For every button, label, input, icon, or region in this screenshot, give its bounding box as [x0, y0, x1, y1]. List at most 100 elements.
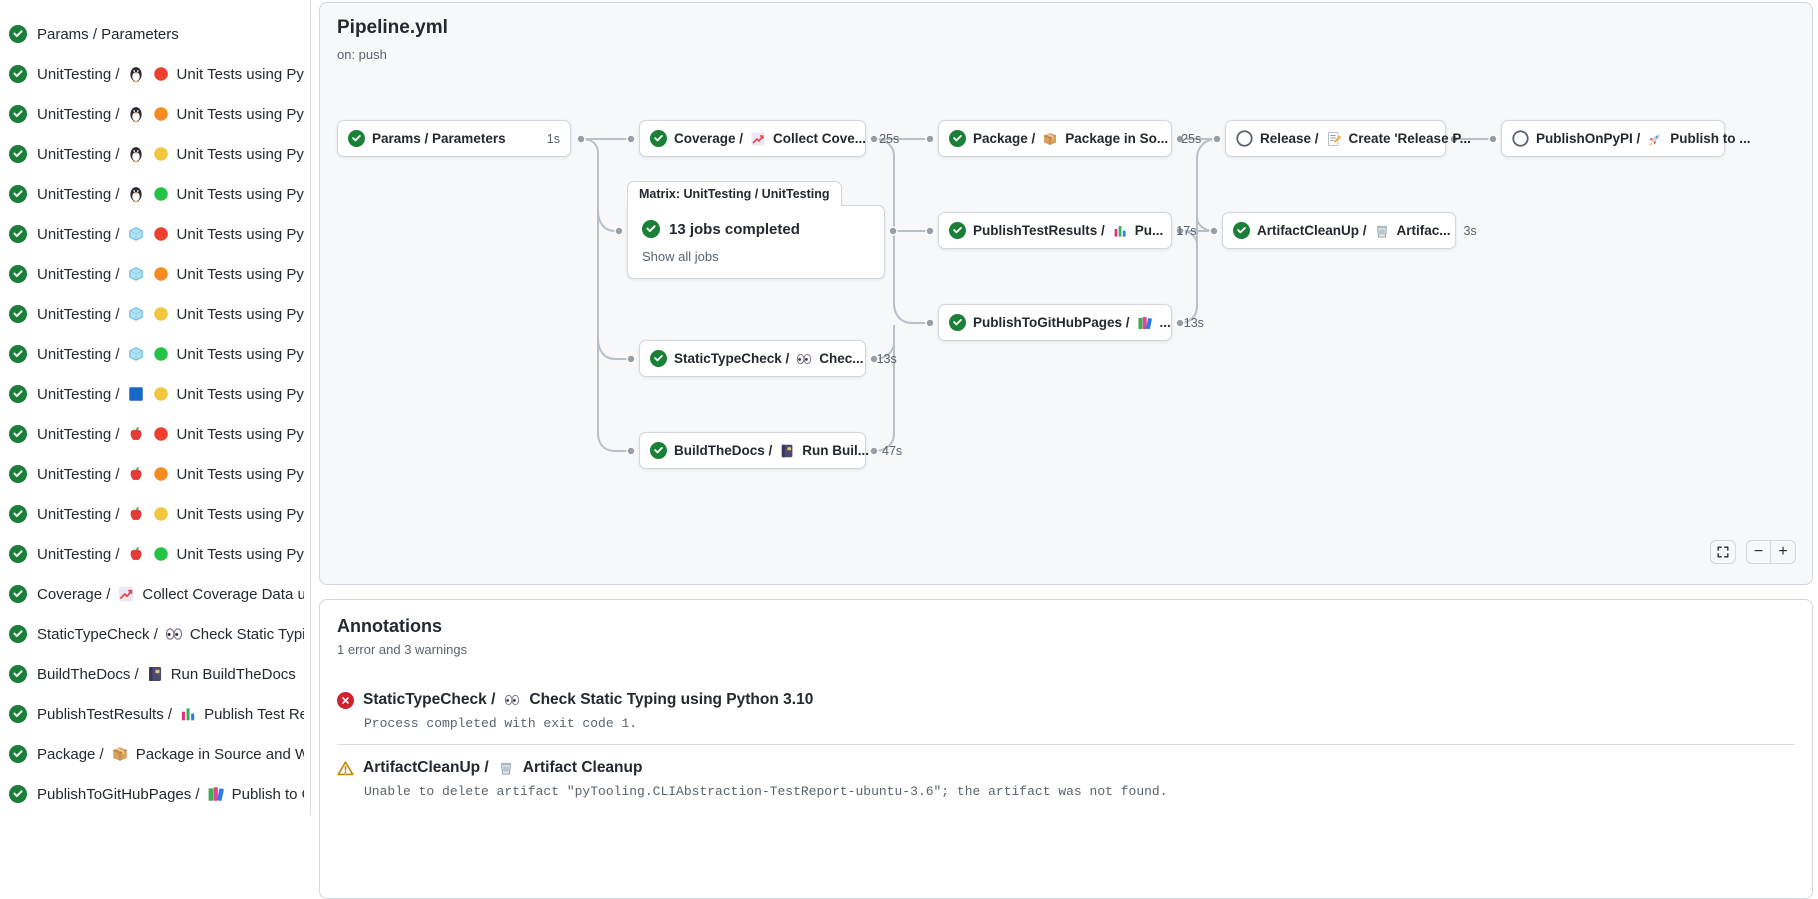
- dot-red-icon: [152, 425, 170, 443]
- books-icon: [207, 785, 225, 803]
- zoom-out-button[interactable]: −: [1746, 540, 1771, 564]
- sidebar-item-unittesting-msys-py38[interactable]: UnitTesting /Unit Tests using Pyth...: [0, 254, 310, 294]
- label-text: Params / Parameters: [372, 131, 506, 146]
- job-duration: 3s: [1463, 223, 1477, 238]
- sidebar-item-label: UnitTesting /Unit Tests using Pyth...: [37, 545, 304, 563]
- label-text: BuildTheDocs /: [37, 665, 139, 683]
- annotation-message: Unable to delete artifact "pyTooling.CLI…: [364, 784, 1168, 799]
- job-node-publish-gh-pages[interactable]: PublishToGitHubPages /...13s: [938, 304, 1204, 341]
- sidebar-item-unittesting-linux-py37[interactable]: UnitTesting /Unit Tests using Pyth...: [0, 54, 310, 94]
- sidebar-item-publish-test-results[interactable]: PublishTestResults /Publish Test Resu...: [0, 694, 310, 734]
- annotation-title[interactable]: ArtifactCleanUp / Artifact Cleanup: [337, 759, 1795, 777]
- dot-green-icon: [152, 185, 170, 203]
- status-success-icon: [9, 265, 27, 283]
- label-text: Coverage /: [674, 131, 744, 146]
- penguin-icon: [127, 185, 145, 203]
- sidebar-item-label: UnitTesting /Unit Tests using Pyth...: [37, 65, 304, 83]
- job-node-publish-test-results[interactable]: PublishTestResults /Pu...17s: [938, 212, 1196, 249]
- sidebar-item-unittesting-msys-py37[interactable]: UnitTesting /Unit Tests using Pyth...: [0, 214, 310, 254]
- matrix-group-header: Matrix: UnitTesting / UnitTesting: [627, 181, 842, 206]
- ice-cube-icon: [127, 305, 145, 323]
- zoom-in-button[interactable]: +: [1771, 540, 1796, 564]
- eyes-icon: [796, 351, 812, 367]
- job-duration: 17s: [1176, 223, 1197, 238]
- label-text: UnitTesting /: [37, 65, 120, 83]
- workflow-file-title: Pipeline.yml: [337, 17, 448, 38]
- job-node-package[interactable]: Package /Package in So...25s: [938, 120, 1201, 157]
- label-text: Check Static Typing using Python 3.10: [529, 691, 814, 708]
- sidebar-item-label: UnitTesting /Unit Tests using Pyth...: [37, 345, 304, 363]
- label-text: UnitTesting /: [37, 505, 120, 523]
- status-success-icon: [9, 345, 27, 363]
- show-all-jobs-link[interactable]: Show all jobs: [642, 249, 719, 264]
- label-text: Unit Tests using Pyth...: [176, 505, 304, 523]
- label-text: Unit Tests using Pyth...: [176, 425, 304, 443]
- label-text: Unit Tests using Pyth...: [176, 305, 304, 323]
- label-text: UnitTesting /: [37, 265, 120, 283]
- label-text: Artifact Cleanup: [522, 759, 643, 776]
- label-text: Unit Tests using Pyth...: [176, 105, 304, 123]
- sidebar-item-label: UnitTesting /Unit Tests using Pyth...: [37, 185, 304, 203]
- job-duration: 13s: [1183, 315, 1204, 330]
- sidebar-item-build-the-docs[interactable]: BuildTheDocs /Run BuildTheDocs: [0, 654, 310, 694]
- sidebar-item-package[interactable]: Package /Package in Source and Wh...: [0, 734, 310, 774]
- dot-yellow-icon: [152, 505, 170, 523]
- penguin-icon: [127, 105, 145, 123]
- bar-chart-icon: [179, 705, 197, 723]
- apple-icon: [127, 465, 145, 483]
- blue-square-icon: [127, 385, 145, 403]
- sidebar-item-publish-gh-pages[interactable]: PublishToGitHubPages /Publish to G...: [0, 774, 310, 814]
- status-success-icon: [1233, 222, 1250, 239]
- fullscreen-button[interactable]: [1710, 540, 1736, 564]
- sidebar-item-label: UnitTesting /Unit Tests using Pyth...: [37, 145, 304, 163]
- sidebar-item-static-type-check[interactable]: StaticTypeCheck /Check Static Typing...: [0, 614, 310, 654]
- apple-icon: [127, 545, 145, 563]
- label-text: Params / Parameters: [37, 25, 179, 43]
- label-text: Unit Tests using Pyth...: [176, 345, 304, 363]
- workflow-trigger: on: push: [337, 47, 387, 62]
- sidebar-item-label: UnitTesting /Unit Tests using Pyth...: [37, 265, 304, 283]
- sidebar-item-unittesting-linux-py39[interactable]: UnitTesting /Unit Tests using Pyth...: [0, 134, 310, 174]
- sidebar-item-unittesting-msys-py310[interactable]: UnitTesting /Unit Tests using Pyth...: [0, 334, 310, 374]
- label-text: UnitTesting /: [37, 425, 120, 443]
- sidebar-item-unittesting-macos-py39[interactable]: UnitTesting / Unit Tests using Pyth...: [0, 494, 310, 534]
- status-success-icon: [9, 105, 27, 123]
- sidebar-item-coverage[interactable]: Coverage /Collect Coverage Data usi...: [0, 574, 310, 614]
- status-success-icon: [9, 305, 27, 323]
- job-node-build-the-docs[interactable]: BuildTheDocs /Run Buil...47s: [639, 432, 902, 469]
- sidebar-item-unittesting-msys-py39[interactable]: UnitTesting /Unit Tests using Pyth...: [0, 294, 310, 334]
- job-node-coverage[interactable]: Coverage / Collect Cove... 25s: [639, 120, 899, 157]
- label-text: Collect Cove...: [773, 131, 867, 146]
- label-text: Publish to ...: [1670, 131, 1751, 146]
- sidebar-item-unittesting-linux-py310[interactable]: UnitTesting /Unit Tests using Pyth...: [0, 174, 310, 214]
- sidebar-item-label: PublishToGitHubPages /Publish to G...: [37, 785, 304, 803]
- job-node-artifact-cleanup[interactable]: ArtifactCleanUp /Artifac...3s: [1222, 212, 1477, 249]
- job-duration: 25s: [879, 131, 900, 146]
- notebook-icon: [146, 665, 164, 683]
- status-success-icon: [9, 465, 27, 483]
- job-node-static-type-check[interactable]: StaticTypeCheck /Chec...13s: [639, 340, 897, 377]
- penguin-icon: [127, 65, 145, 83]
- status-success-icon: [9, 425, 27, 443]
- annotation-title[interactable]: StaticTypeCheck /Check Static Typing usi…: [337, 691, 1795, 709]
- sidebar-item-unittesting-macos-py37[interactable]: UnitTesting / Unit Tests using Pyth...: [0, 414, 310, 454]
- sidebar-item-unittesting-macos-py38[interactable]: UnitTesting /Unit Tests using Pyth...: [0, 454, 310, 494]
- sidebar-item-unittesting-windows-py39[interactable]: UnitTesting /Unit Tests using Pyth...: [0, 374, 310, 414]
- label-text: ArtifactCleanUp /: [363, 759, 489, 776]
- status-success-icon: [9, 145, 27, 163]
- sidebar-item-unittesting-linux-py38[interactable]: UnitTesting /Unit Tests using Pyth...: [0, 94, 310, 134]
- label-text: Artifac...: [1396, 223, 1451, 238]
- sidebar-item-label: UnitTesting /Unit Tests using Pyth...: [37, 225, 304, 243]
- sidebar-item-label: BuildTheDocs /Run BuildTheDocs: [37, 665, 296, 683]
- chart-increasing-icon: [750, 131, 766, 147]
- sidebar-item-label: UnitTesting /Unit Tests using Pyth...: [37, 465, 304, 483]
- job-node-release[interactable]: Release /Create 'Release P...: [1225, 120, 1471, 157]
- job-node-publish-pypi[interactable]: PublishOnPyPI /Publish to ...: [1501, 120, 1751, 157]
- sidebar-item-unittesting-macos-py310[interactable]: UnitTesting /Unit Tests using Pyth...: [0, 534, 310, 574]
- matrix-group-card[interactable]: 13 jobs completed Show all jobs: [627, 205, 885, 279]
- label-text: Package in Source and Wh...: [135, 745, 304, 763]
- status-success-icon: [9, 385, 27, 403]
- sidebar-item-params[interactable]: Params / Parameters: [0, 14, 310, 54]
- sidebar-item-label: UnitTesting / Unit Tests using Pyth...: [37, 505, 304, 523]
